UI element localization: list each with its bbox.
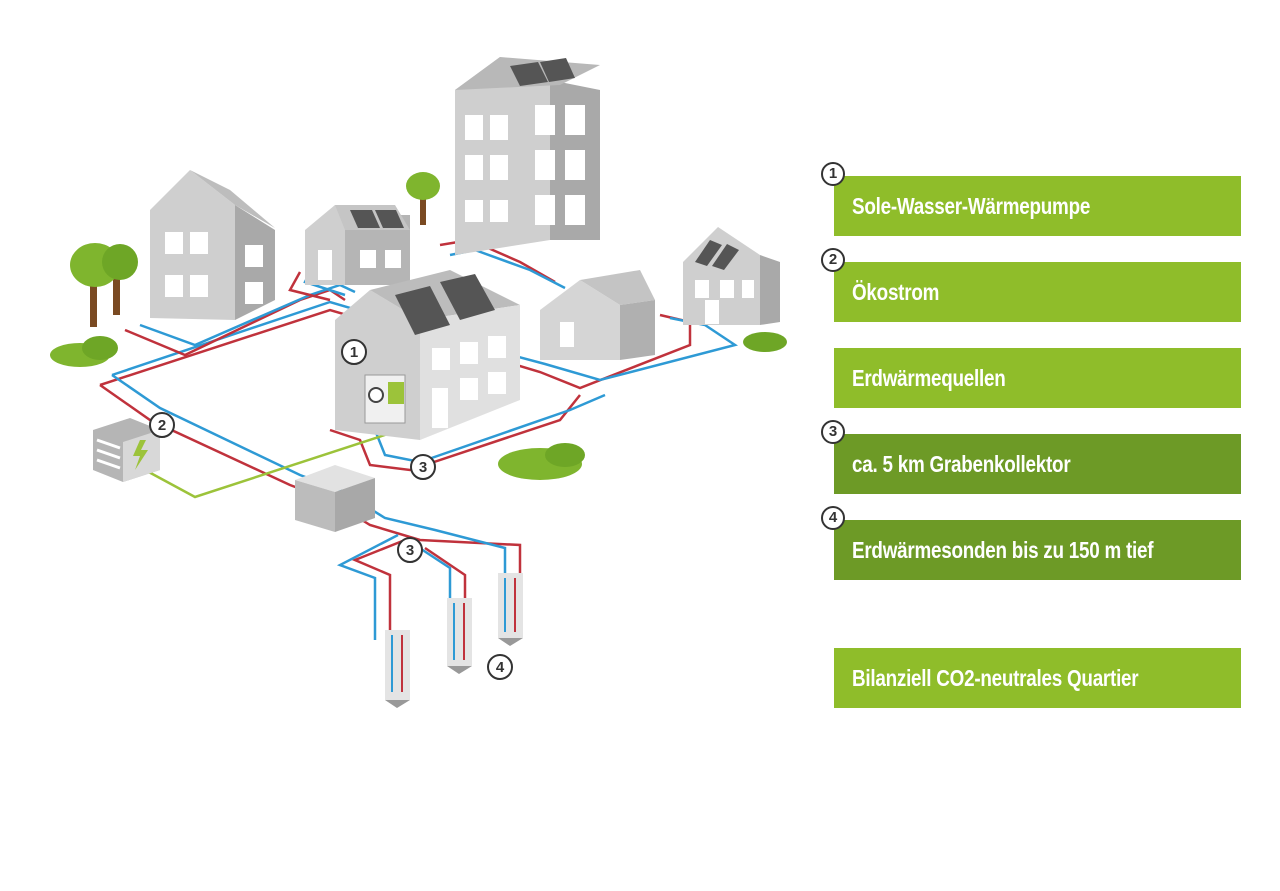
svg-text:2: 2 (158, 417, 166, 434)
lightning-icon (133, 440, 148, 470)
svg-text:3: 3 (419, 459, 427, 476)
power-box (93, 418, 160, 482)
quarter-illustration: 1 2 3 3 4 (50, 57, 787, 708)
marker-collector-probe: 3 (397, 537, 423, 563)
solar-panel-icon (695, 240, 739, 270)
supply-pipe (424, 546, 467, 605)
legend-item-geothermal: Erdwärmequellen (834, 348, 1241, 408)
legend-marker: 4 (821, 506, 845, 530)
legend-marker: 1 (821, 162, 845, 186)
house-right (683, 227, 780, 325)
marker-collector-house: 3 (410, 454, 436, 480)
legend-item-heat-pump: 1 Sole-Wasser-Wärmepumpe (821, 162, 1241, 236)
borehole-probe-icon (385, 630, 410, 708)
house-middle-right (540, 270, 655, 360)
bush-icon (743, 332, 787, 352)
legend-label: Bilanziell CO2-neutrales Quartier (852, 664, 1139, 691)
legend-label: Sole-Wasser-Wärmepumpe (852, 192, 1091, 219)
legend-item-collector: 3 ca. 5 km Grabenkollektor (821, 420, 1241, 494)
legend-item-co2-neutral: Bilanziell CO2-neutrales Quartier (834, 648, 1241, 708)
borehole-probe-icon (447, 598, 472, 674)
apartment-building (455, 57, 600, 255)
legend-label: Ökostrom (852, 278, 940, 305)
supply-pipe (288, 271, 331, 302)
legend-label: ca. 5 km Grabenkollektor (852, 450, 1071, 477)
tree-icon (406, 172, 440, 225)
bush-icon (82, 336, 118, 360)
distribution-box (295, 465, 375, 532)
solar-panel-icon (510, 58, 575, 86)
fan-icon (368, 387, 384, 403)
svg-text:1: 1 (350, 344, 358, 361)
house-main (335, 270, 520, 440)
legend-marker: 2 (821, 248, 845, 272)
solar-panel-icon (350, 210, 404, 228)
legend-item-power: 2 Ökostrom (821, 248, 1241, 322)
svg-text:3: 3 (406, 542, 414, 559)
return-pipe (414, 543, 452, 605)
legend-label: Erdwärmequellen (852, 364, 1006, 391)
return-pipe (336, 533, 399, 640)
solar-panel-icon (395, 274, 495, 335)
borehole-probe-icon (498, 573, 523, 646)
legend-item-probes: 4 Erdwärmesonden bis zu 150 m tief (821, 506, 1241, 580)
house-small (305, 205, 410, 285)
bush-icon (545, 443, 585, 467)
supply-pipe (329, 394, 581, 472)
marker-probes: 4 (487, 654, 513, 680)
marker-heat-pump: 1 (341, 339, 367, 365)
heat-pump-unit (364, 374, 406, 424)
house-left (150, 170, 275, 320)
marker-power: 2 (149, 412, 175, 438)
legend-label: Erdwärmesonden bis zu 150 m tief (852, 536, 1154, 563)
supply-pipe (351, 538, 406, 640)
legend-marker: 3 (821, 420, 845, 444)
tree-icon (70, 243, 138, 327)
svg-text:4: 4 (496, 659, 505, 676)
